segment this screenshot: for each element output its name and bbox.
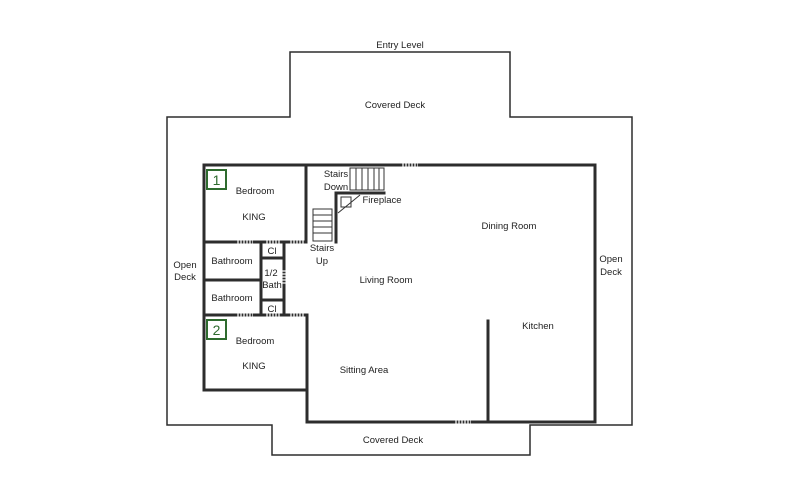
open-deck-left-label-2: Deck (174, 272, 196, 283)
half-bath-label-1: 1/2 (264, 268, 277, 279)
level-title: Entry Level (376, 40, 424, 51)
covered-deck-top-label: Covered Deck (365, 100, 425, 111)
bathroom-a-label: Bathroom (211, 256, 252, 267)
walls (202, 163, 597, 424)
kitchen-label: Kitchen (522, 321, 554, 332)
bathroom-b-label: Bathroom (211, 293, 252, 304)
stairs-up-label-2: Up (316, 256, 328, 267)
stairs-up-label-1: Stairs (310, 243, 335, 254)
open-deck-left-label-1: Open (173, 260, 196, 271)
dining-room-label: Dining Room (482, 221, 537, 232)
living-room-label: Living Room (360, 275, 413, 286)
badge-bedroom-2: 2 (206, 319, 227, 340)
badge-bedroom-1: 1 (206, 169, 227, 190)
stairs-down-label-1: Stairs (324, 169, 349, 180)
svg-text:1: 1 (213, 172, 221, 188)
bedroom2-label: Bedroom (236, 336, 275, 347)
stairs-down-symbol (349, 167, 385, 191)
closet-a-label: Cl (268, 246, 277, 257)
bedroom1-label: Bedroom (236, 186, 275, 197)
half-bath-label-2: Bath (262, 280, 282, 291)
stairs-up-symbol (312, 208, 333, 242)
stairs-down-label-2: Down (324, 182, 348, 193)
bedroom2-bed-label: KING (242, 361, 265, 372)
covered-deck-bottom-label: Covered Deck (363, 435, 423, 446)
deck-outline (166, 51, 633, 456)
bedroom1-bed-label: KING (242, 212, 265, 223)
svg-text:2: 2 (213, 322, 221, 338)
closet-b-label: Cl (268, 304, 277, 315)
fireplace-label: Fireplace (362, 195, 401, 206)
doors (237, 163, 471, 424)
open-deck-right-label-1: Open (599, 254, 622, 265)
sitting-area-label: Sitting Area (340, 365, 389, 376)
fireplace-symbol (337, 194, 361, 214)
open-deck-right-label-2: Deck (600, 267, 622, 278)
